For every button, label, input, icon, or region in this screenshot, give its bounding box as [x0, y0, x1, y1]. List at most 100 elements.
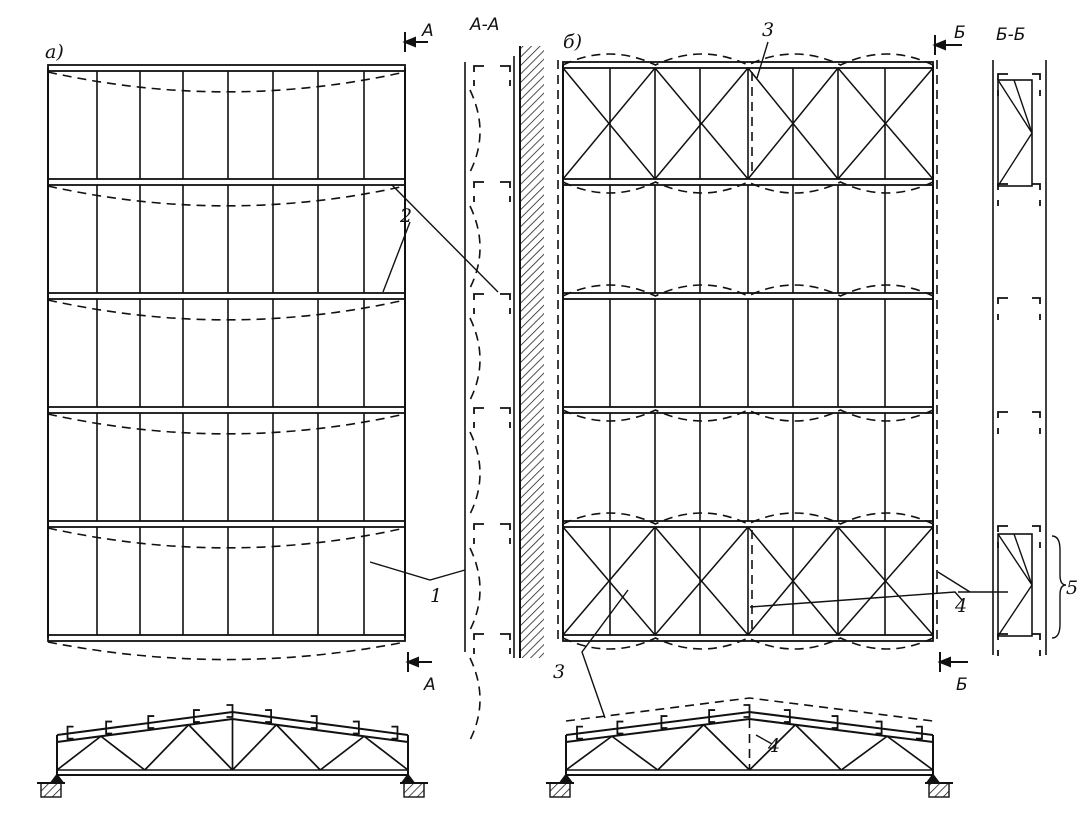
cut-label-a-bottom: А: [423, 675, 436, 695]
purlin-section: [1032, 525, 1041, 548]
roof-purlin: [915, 725, 923, 740]
web-diagonal: [363, 735, 409, 771]
purlin-section: [1032, 633, 1041, 656]
buckling-wave: [562, 284, 934, 297]
buckling-curve: [47, 527, 406, 549]
roof-purlin: [66, 725, 74, 740]
purlin-section: [500, 523, 511, 544]
callout-3-bottom: 3: [553, 661, 565, 683]
brace-diag: [997, 79, 1033, 134]
purlin-section: [1032, 411, 1041, 434]
web-diagonal: [794, 724, 842, 771]
cut-marker-b-bottom: [937, 652, 968, 672]
callout-5: 5: [1066, 577, 1078, 599]
section-b-b: [992, 60, 1047, 656]
roof-purlin: [831, 715, 839, 729]
section-buckle: [469, 317, 481, 401]
purlin-section: [997, 297, 1008, 320]
cross-brace: [654, 67, 749, 180]
support-pin: [925, 773, 941, 784]
callout-3-top: 3: [762, 19, 774, 41]
web-diagonal: [56, 735, 102, 771]
plan-view-b: [557, 53, 938, 650]
web-diagonal: [886, 735, 934, 771]
web-diagonal: [100, 735, 146, 771]
support-block: [40, 782, 62, 798]
brace-diag: [1013, 533, 1033, 586]
purlin-section: [473, 633, 484, 654]
brace-panel: [997, 533, 1033, 637]
purlin-section: [500, 293, 511, 314]
web-diagonal: [565, 735, 613, 771]
section-label-b-b: Б-Б: [996, 25, 1025, 45]
support-pin: [558, 773, 574, 784]
truss-chord: [47, 406, 406, 414]
roof-purlin: [783, 709, 791, 723]
purlin-section: [1032, 297, 1041, 320]
support-block: [403, 782, 425, 798]
section-buckle: [469, 431, 481, 515]
wall-hatch: [520, 46, 544, 658]
callout-4-plan: 4: [954, 595, 967, 617]
web-diagonal: [188, 724, 234, 771]
section-buckle: [469, 89, 481, 173]
truss-chord: [562, 61, 934, 69]
purlin-section: [500, 181, 511, 202]
roof-purlin: [708, 709, 716, 723]
section-label-a-a: А-А: [469, 15, 499, 35]
callout-4-truss: 4: [767, 735, 780, 757]
web-diagonal: [144, 724, 190, 771]
truss-elevation-a: [37, 704, 428, 798]
purlin-section: [473, 181, 484, 202]
view-label-b: б): [563, 31, 582, 53]
web-diagonal: [748, 724, 796, 771]
support-pin: [400, 773, 416, 784]
callout-2: 2: [399, 205, 412, 227]
cut-marker-a-top: [402, 32, 428, 52]
truss-chord: [562, 520, 934, 528]
support-block: [928, 782, 950, 798]
purlin-section: [997, 183, 1008, 206]
roof-purlin: [105, 720, 113, 735]
brace-panel: [997, 79, 1033, 187]
section-buckle: [469, 547, 481, 631]
web-diagonal: [319, 735, 365, 771]
section-a-a: [464, 56, 515, 741]
purlin-section: [473, 523, 484, 544]
buckling-wave: [562, 409, 934, 422]
truss-chord: [562, 178, 934, 186]
web-diagonal: [231, 724, 277, 771]
callout-1: 1: [430, 585, 442, 607]
buckling-curve: [47, 71, 406, 93]
roof-purlin: [576, 725, 584, 740]
buckling-curve: [47, 413, 406, 435]
purlin-section: [997, 411, 1008, 434]
leader-lines: [369, 41, 1067, 745]
truss-chord: [562, 634, 934, 642]
web-diagonal: [657, 724, 705, 771]
purlin-section: [500, 65, 511, 86]
roof-purlin: [616, 720, 624, 735]
purlin-section: [1032, 183, 1041, 206]
web-diagonal: [840, 735, 888, 771]
truss-elevation-b: [546, 697, 953, 798]
cross-brace: [837, 526, 934, 636]
cut-marker-a-bottom: [405, 652, 432, 672]
plan-view-a: [47, 64, 406, 661]
purlin-section: [473, 293, 484, 314]
cross-brace: [654, 526, 749, 636]
truss-chord: [47, 292, 406, 300]
web-diagonal: [703, 724, 751, 771]
roof-purlin: [310, 715, 318, 729]
cross-brace: [562, 526, 656, 636]
purlin-section: [473, 65, 484, 86]
purlin-section: [473, 407, 484, 428]
brace-diag: [997, 132, 1033, 187]
roof-purlin: [875, 720, 883, 735]
roof-purlin: [660, 715, 668, 729]
cross-brace: [747, 526, 839, 636]
brace-diag: [997, 533, 1033, 586]
section-buckle: [469, 205, 481, 289]
support-block: [549, 782, 571, 798]
